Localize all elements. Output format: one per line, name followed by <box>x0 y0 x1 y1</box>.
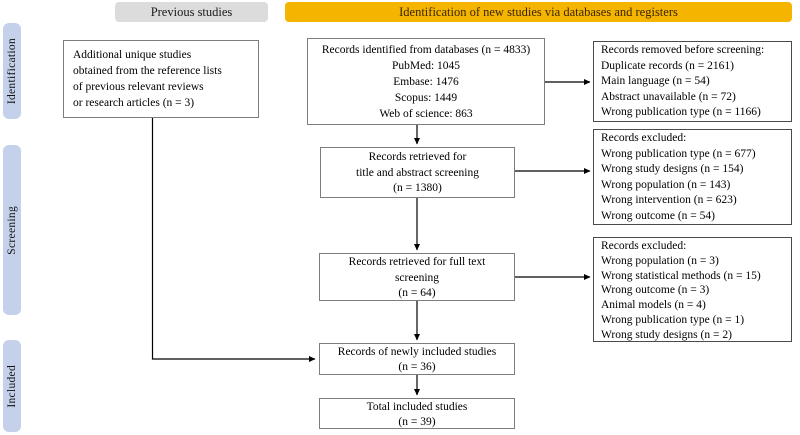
stage-label-screening-text: Screening <box>6 205 18 255</box>
box-line: Records removed before screening: <box>601 44 765 56</box>
box-line: PubMed: 1045 <box>391 60 461 72</box>
box-line: Wrong outcome (n = 54) <box>601 209 715 222</box>
box-records-excluded-full-text: Records excluded: Wrong population (n = … <box>593 237 792 342</box>
box-line: Wrong study designs (n = 154) <box>601 163 744 175</box>
box-newly-included-studies: Records of newly included studies (n = 3… <box>319 343 515 375</box>
box-line: of previous relevant reviews <box>73 81 204 93</box>
box-line: (n = 39) <box>398 415 436 428</box>
box-line: Animal models (n = 4) <box>601 299 706 312</box>
box-line: Total included studies <box>366 401 468 413</box>
box-records-removed-before-screening: Records removed before screening: Duplic… <box>593 41 792 122</box>
box-line: Wrong intervention (n = 623) <box>601 194 737 206</box>
box-line: Scopus: 1449 <box>394 92 458 104</box>
box-line: Abstract unavailable (n = 72) <box>601 90 736 103</box>
box-records-excluded-title-abstract: Records excluded: Wrong publication type… <box>593 129 792 225</box>
box-line: screening <box>394 271 440 284</box>
box-line: Duplicate records (n = 2161) <box>601 59 734 72</box>
box-line: Records identified from databases (n = 4… <box>321 44 531 56</box>
header-new-studies: Identification of new studies via databa… <box>285 2 792 22</box>
box-line: obtained from the reference lists <box>73 65 222 77</box>
header-previous-studies: Previous studies <box>115 2 268 22</box>
stage-label-identification-text: Identification <box>6 37 18 105</box>
stage-label-identification: Identification <box>3 23 21 119</box>
box-line: Wrong statistical methods (n = 15) <box>601 269 761 282</box>
arrow-additional-to-newly-included <box>151 118 316 362</box>
box-line: (n = 1380) <box>393 182 442 194</box>
box-line: Records excluded: <box>601 240 687 252</box>
box-line: Embase: 1476 <box>393 76 459 88</box>
box-line: Records retrieved for full text <box>348 256 486 268</box>
stage-label-screening: Screening <box>3 145 21 315</box>
box-full-text-screening: Records retrieved for full text screenin… <box>319 253 515 301</box>
box-line: Wrong study designs (n = 2) <box>601 328 732 341</box>
box-line: Records excluded: <box>601 132 687 144</box>
stage-label-included: Included <box>3 340 21 432</box>
box-line: Wrong outcome (n = 3) <box>601 284 710 297</box>
box-line: or research articles (n = 3) <box>73 97 195 109</box>
box-additional-unique-studies: Additional unique studies obtained from … <box>63 40 259 118</box>
box-line: Main language (n = 54) <box>601 75 710 87</box>
box-line: Wrong publication type (n = 1166) <box>601 106 761 118</box>
box-line: Records of newly included studies <box>337 346 497 358</box>
stage-label-included-text: Included <box>6 364 18 408</box>
box-line: Wrong population (n = 143) <box>601 178 731 191</box>
box-line: Records retrieved for <box>368 151 467 163</box>
box-title-abstract-screening: Records retrieved for title and abstract… <box>320 147 515 198</box>
box-records-identified: Records identified from databases (n = 4… <box>307 38 545 125</box>
box-line: Wrong publication type (n = 1) <box>601 313 745 326</box>
box-line: (n = 36) <box>398 360 436 373</box>
box-line: Web of science: 863 <box>379 108 473 120</box>
box-line: Additional unique studies <box>73 49 192 61</box>
box-line: title and abstract screening <box>356 166 479 179</box>
box-line: Wrong population (n = 3) <box>601 254 719 267</box>
box-line: Wrong publication type (n = 677) <box>601 147 756 160</box>
box-line: (n = 64) <box>398 287 436 299</box>
box-total-included-studies: Total included studies (n = 39) <box>319 398 515 429</box>
